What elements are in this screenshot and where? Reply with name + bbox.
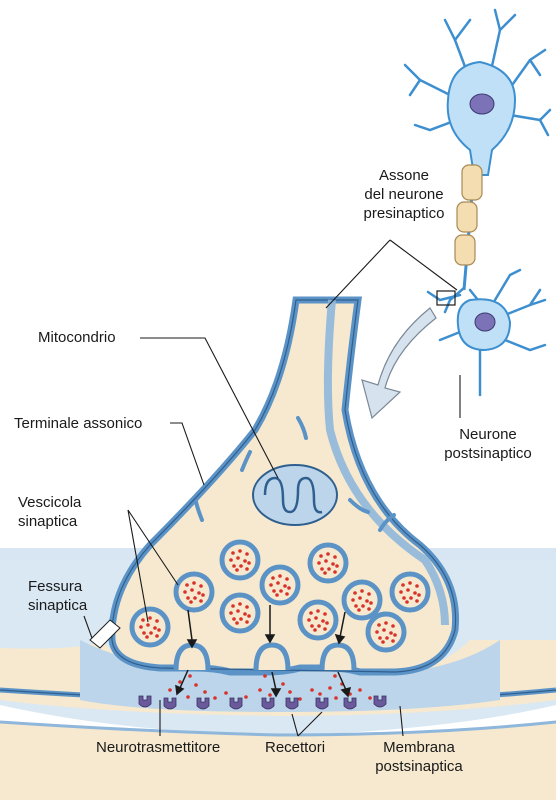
synaptic-vesicle bbox=[365, 611, 407, 653]
synaptic-vesicle bbox=[259, 564, 301, 606]
receptor bbox=[138, 695, 152, 708]
receptor bbox=[196, 697, 210, 710]
release-arrows bbox=[175, 605, 352, 698]
synaptic-vesicle bbox=[341, 579, 383, 621]
synaptic-vesicle bbox=[389, 571, 431, 613]
postsynaptic-neuron-label: Neurone postsinaptico bbox=[444, 426, 532, 462]
cleft-pointer bbox=[89, 619, 121, 649]
synaptic-cleft bbox=[80, 640, 500, 712]
postsynaptic-neuron bbox=[426, 268, 547, 397]
receptor bbox=[343, 697, 357, 710]
receptor bbox=[261, 697, 275, 710]
leader-lines bbox=[83, 239, 461, 737]
neurotransmitter-molecules bbox=[168, 674, 372, 701]
receptor bbox=[373, 695, 387, 708]
receptor bbox=[229, 697, 243, 710]
vesicles bbox=[129, 539, 431, 653]
neurotransmitter-label: Neurotrasmettitore bbox=[96, 739, 221, 756]
zoom-arrow bbox=[361, 307, 437, 420]
postsynaptic-membrane-label: Membrana postsinaptica bbox=[375, 739, 463, 775]
receptors-label: Recettori bbox=[265, 739, 326, 756]
synaptic-vesicle bbox=[297, 599, 339, 641]
synaptic-vesicle bbox=[219, 539, 261, 581]
synaptic-vesicle bbox=[307, 542, 349, 584]
synaptic-vesicle bbox=[219, 592, 261, 634]
myelinated-axon bbox=[454, 164, 483, 291]
receptor bbox=[163, 697, 177, 710]
synaptic-vesicle bbox=[129, 606, 171, 648]
presynaptic-neuron bbox=[403, 8, 552, 176]
mitochondrion bbox=[252, 464, 338, 526]
receptor bbox=[285, 697, 299, 710]
mitochondrion-label: Mitocondrio bbox=[38, 329, 116, 346]
synaptic-vesicle-label: Vescicola sinaptica bbox=[18, 494, 82, 530]
synaptic-cleft-label: Fessura sinaptica bbox=[28, 578, 88, 614]
receptor bbox=[315, 697, 329, 710]
axon-label: Assone del neurone presinaptico bbox=[363, 167, 445, 222]
axon-terminal-label: Terminale assonico bbox=[14, 415, 143, 432]
fusing-vesicles bbox=[173, 642, 357, 671]
synaptic-vesicle bbox=[173, 571, 215, 613]
receptors bbox=[138, 695, 387, 710]
